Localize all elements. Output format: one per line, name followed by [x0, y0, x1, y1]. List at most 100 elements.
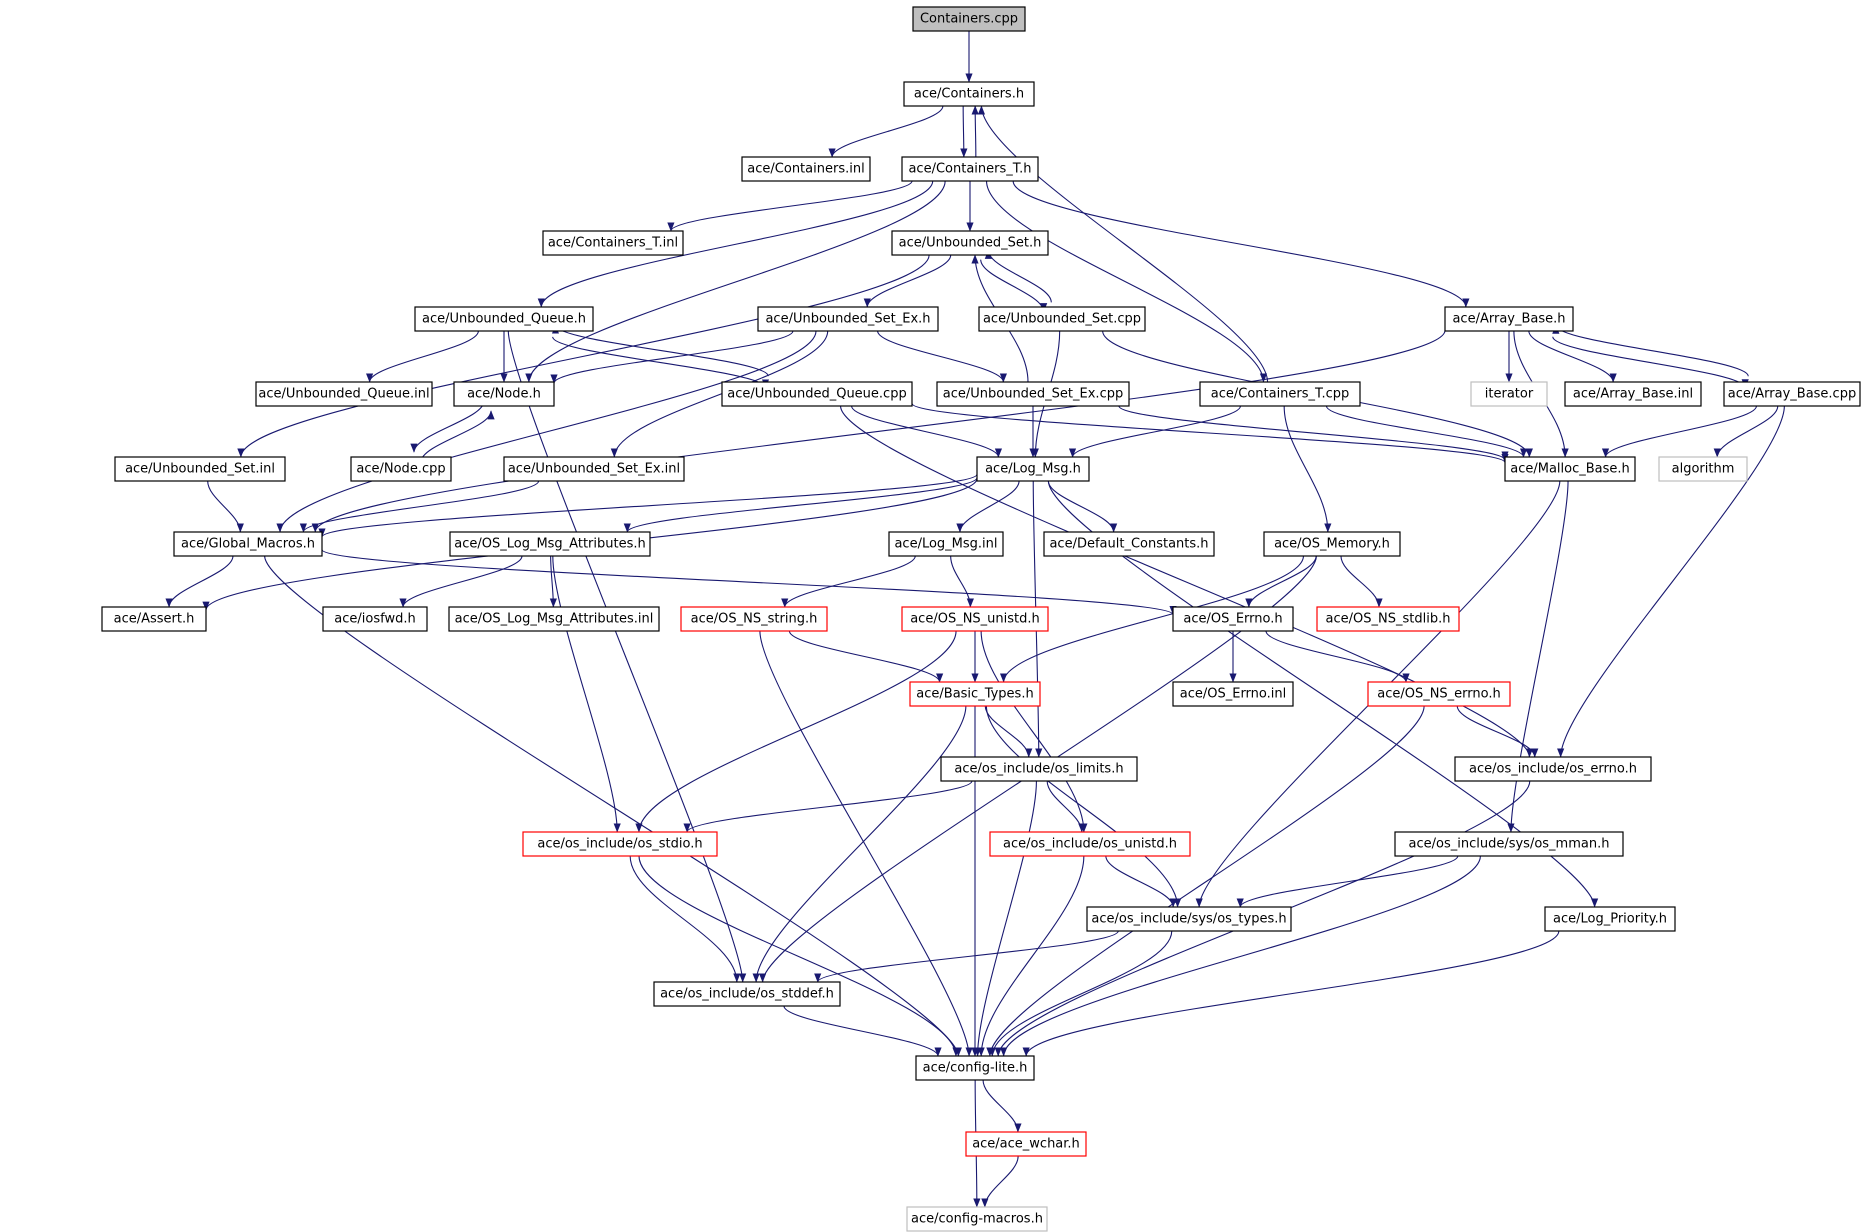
graph-node-os-log-msg-attr-inl[interactable]: ace/OS_Log_Msg_Attributes.inl [448, 606, 660, 632]
node-box [680, 606, 828, 632]
graph-node-unbounded-set-ex-inl[interactable]: ace/Unbounded_Set_Ex.inl [503, 456, 685, 482]
node-label: ace/os_include/os_errno.h [1469, 762, 1637, 777]
node-box [448, 606, 660, 632]
include-edge [984, 705, 1033, 758]
graph-node-os-ns-unistd-h[interactable]: ace/OS_NS_unistd.h [901, 606, 1049, 632]
node-box [891, 230, 1049, 256]
node-label: ace/os_include/sys/os_mman.h [1409, 837, 1610, 852]
graph-node-unbounded-queue-h[interactable]: ace/Unbounded_Queue.h [414, 306, 594, 332]
node-box [989, 831, 1191, 857]
node-label: algorithm [1672, 462, 1735, 477]
graph-node-os-errno-h[interactable]: ace/OS_Errno.h [1172, 606, 1294, 632]
graph-node-containers-h[interactable]: ace/Containers.h [903, 81, 1035, 107]
node-box [901, 606, 1049, 632]
graph-node-containers-t-inl[interactable]: ace/Containers_T.inl [542, 230, 684, 256]
include-edge [1012, 180, 1470, 308]
graph-node-unbounded-queue-inl[interactable]: ace/Unbounded_Queue.inl [255, 381, 433, 407]
graph-node-unbounded-set-ex-h[interactable]: ace/Unbounded_Set_Ex.h [757, 306, 939, 332]
node-label: ace/OS_NS_unistd.h [910, 612, 1040, 627]
include-edge [318, 473, 978, 538]
node-box [1470, 381, 1548, 407]
graph-node-unbounded-set-ex-cpp[interactable]: ace/Unbounded_Set_Ex.cpp [936, 381, 1130, 407]
include-edge [985, 180, 1268, 383]
graph-node-os-limits-h[interactable]: ace/os_include/os_limits.h [940, 756, 1138, 782]
graph-node-containers-t-cpp[interactable]: ace/Containers_T.cpp [1199, 381, 1361, 407]
node-label: ace/Global_Macros.h [181, 537, 315, 552]
graph-node-os-unistd-h[interactable]: ace/os_include/os_unistd.h [989, 831, 1191, 857]
node-label: ace/os_include/os_stddef.h [660, 987, 834, 1002]
include-edge [814, 930, 1119, 983]
node-box [909, 681, 1041, 707]
include-edge [1022, 930, 1560, 1057]
node-label: ace/OS_Errno.h [1183, 612, 1282, 627]
node-label: ace/OS_Log_Msg_Attributes.inl [455, 612, 654, 627]
graph-node-log-priority-h[interactable]: ace/Log_Priority.h [1544, 906, 1676, 932]
include-edge [1507, 480, 1569, 833]
node-box [976, 456, 1090, 482]
node-label: ace/OS_Errno.inl [1180, 687, 1286, 702]
include-edge [971, 105, 979, 157]
include-edge [788, 630, 944, 683]
node-box [453, 381, 555, 407]
graph-node-os-types-h[interactable]: ace/os_include/sys/os_types.h [1086, 906, 1292, 932]
include-edge [863, 254, 952, 308]
node-box [1504, 456, 1636, 482]
node-box [978, 306, 1146, 332]
graph-node-node-h[interactable]: ace/Node.h [453, 381, 555, 407]
graph-node-config-lite-h[interactable]: ace/config-lite.h [915, 1055, 1035, 1081]
graph-node-global-macros-h[interactable]: ace/Global_Macros.h [173, 531, 323, 557]
graph-node-os-mman-h[interactable]: ace/os_include/sys/os_mman.h [1394, 831, 1624, 857]
graph-node-default-constants-h[interactable]: ace/Default_Constants.h [1043, 531, 1215, 557]
graph-node-unbounded-set-h[interactable]: ace/Unbounded_Set.h [891, 230, 1049, 256]
include-edge [783, 1005, 942, 1057]
node-box [1086, 906, 1292, 932]
graph-node-os-stddef-h[interactable]: ace/os_include/os_stddef.h [653, 981, 841, 1007]
node-box [936, 381, 1130, 407]
graph-node-ace-wchar-h[interactable]: ace/ace_wchar.h [965, 1131, 1087, 1157]
graph-node-array-base-cpp[interactable]: ace/Array_Base.cpp [1723, 381, 1861, 407]
graph-node-unbounded-set-cpp[interactable]: ace/Unbounded_Set.cpp [978, 306, 1146, 332]
node-label: ace/Unbounded_Queue.cpp [727, 387, 906, 402]
graph-node-array-base-inl[interactable]: ace/Array_Base.inl [1564, 381, 1702, 407]
graph-node-os-log-msg-attr-h[interactable]: ace/OS_Log_Msg_Attributes.h [449, 531, 651, 557]
graph-node-os-errno-inl[interactable]: ace/OS_Errno.inl [1172, 681, 1294, 707]
node-label: ace/Unbounded_Set.h [899, 236, 1042, 251]
node-label: ace/Containers_T.h [908, 162, 1031, 177]
graph-node-assert-h[interactable]: ace/Assert.h [101, 606, 207, 632]
graph-node-containers-t-h[interactable]: ace/Containers_T.h [901, 156, 1039, 182]
node-box [322, 606, 428, 632]
graph-node-log-msg-h[interactable]: ace/Log_Msg.h [976, 456, 1090, 482]
graph-node-unbounded-queue-cpp[interactable]: ace/Unbounded_Queue.cpp [721, 381, 913, 407]
graph-node-os-ns-string-h[interactable]: ace/OS_NS_string.h [680, 606, 828, 632]
graph-node-os-stdio-h[interactable]: ace/os_include/os_stdio.h [522, 831, 718, 857]
graph-node-root[interactable]: Containers.cpp [912, 6, 1026, 32]
include-edge [1283, 405, 1332, 533]
include-edge [851, 405, 1002, 458]
include-edge [550, 330, 794, 384]
node-box [653, 981, 841, 1007]
graph-node-os-memory-h[interactable]: ace/OS_Memory.h [1263, 531, 1401, 557]
include-edge [1105, 855, 1177, 908]
node-layer: Containers.cpp ace/Containers.h ace/Contai… [101, 6, 1861, 1232]
graph-node-containers-inl[interactable]: ace/Containers.inl [741, 156, 871, 182]
graph-node-malloc-base-h[interactable]: ace/Malloc_Base.h [1504, 456, 1636, 482]
graph-node-array-base-h[interactable]: ace/Array_Base.h [1444, 306, 1574, 332]
edge-layer [165, 31, 1785, 1208]
graph-node-basic-types-h[interactable]: ace/Basic_Types.h [909, 681, 1041, 707]
graph-node-os-ns-errno-h[interactable]: ace/OS_NS_errno.h [1367, 681, 1511, 707]
graph-node-iosfwd-h[interactable]: ace/iosfwd.h [322, 606, 428, 632]
graph-node-os-ns-stdlib-h[interactable]: ace/OS_NS_stdlib.h [1316, 606, 1460, 632]
graph-node-unbounded-set-inl[interactable]: ace/Unbounded_Set.inl [114, 456, 286, 482]
graph-node-os-inc-errno-h[interactable]: ace/os_include/os_errno.h [1454, 756, 1652, 782]
include-edge [366, 330, 479, 383]
node-box [901, 156, 1039, 182]
include-edge [552, 336, 770, 389]
graph-node-log-msg-inl[interactable]: ace/Log_Msg.inl [888, 531, 1004, 557]
include-edge [207, 480, 244, 533]
include-edge [840, 405, 1533, 758]
include-edge [781, 555, 916, 608]
include-edge [977, 105, 1269, 383]
node-box [1367, 681, 1511, 707]
include-edge [759, 630, 973, 1057]
graph-node-node-cpp[interactable]: ace/Node.cpp [350, 456, 452, 482]
